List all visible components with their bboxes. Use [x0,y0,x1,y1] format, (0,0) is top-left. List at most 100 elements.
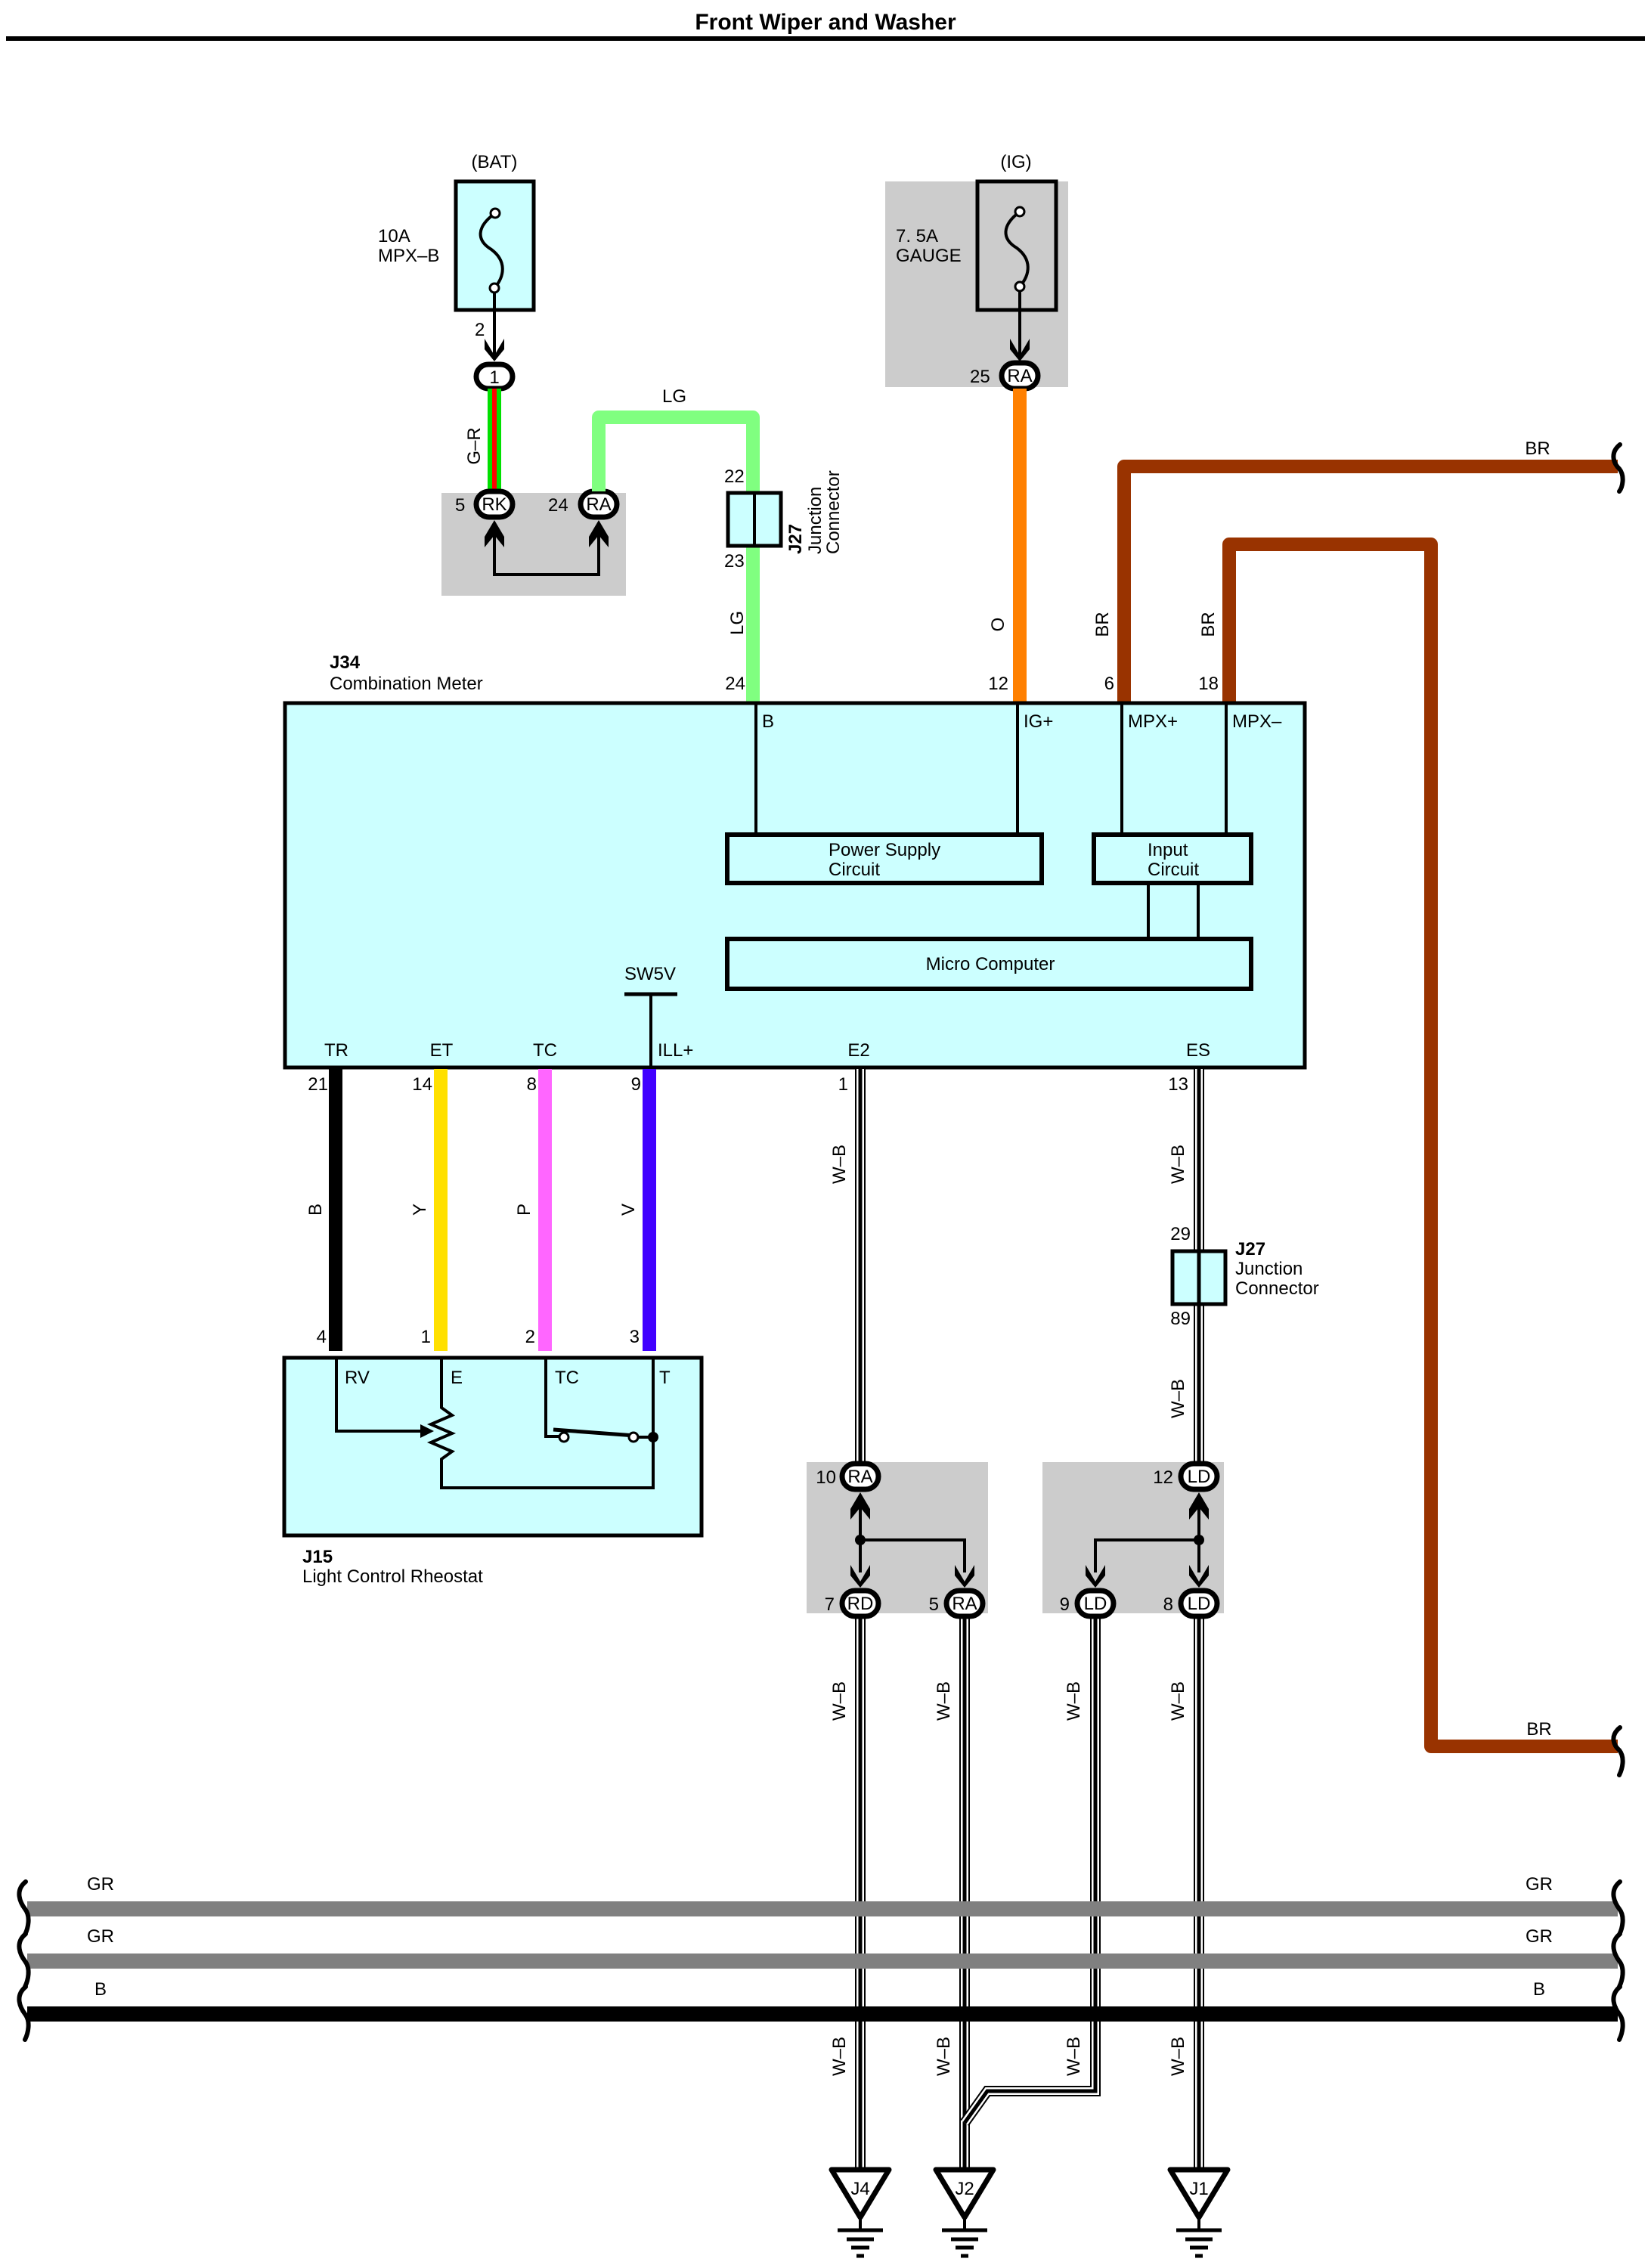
wire-br-mpx-minus: BR BR [1198,538,1625,1777]
svg-text:24: 24 [548,495,568,516]
wire-lg: LG LG [592,386,760,702]
svg-text:TC: TC [533,1040,557,1061]
wire-wb-ld9 [960,1616,1101,2127]
ground-icon [942,2217,987,2258]
component-name: Combination Meter [330,674,483,694]
junction-connector-j27-top: 22 23 J27 Junction Connector [724,466,844,572]
wire-color-label: W–B [1064,2037,1084,2076]
svg-text:TC: TC [555,1368,579,1388]
svg-text:9: 9 [1060,1594,1070,1615]
bus-label-right: GR [1526,1874,1553,1895]
fuse-pin: 2 [475,320,485,340]
wire-break-icon [1611,442,1625,494]
svg-text:7: 7 [825,1594,835,1615]
bus-label-left: GR [87,1926,114,1947]
svg-text:Connector: Connector [1235,1278,1319,1299]
wire-color-label: W–B [1168,1145,1188,1184]
component-j34-combination-meter: J34 Combination Meter 24 12 6 18 B IG+ M… [283,652,1307,1095]
svg-text:LD: LD [1188,1594,1211,1614]
component-j15-light-control-rheostat: 4 1 2 3 RV E TC T J15 Light Control Rheo… [282,1327,704,1587]
arrow-down-icon [1010,339,1030,361]
switch-contact-icon [558,1431,570,1443]
svg-text:RA: RA [952,1594,977,1614]
svg-text:21: 21 [308,1074,328,1095]
bus-label-left: GR [87,1874,114,1895]
arrow-down-icon [1189,1565,1209,1588]
wire-break-icon [17,1984,31,2042]
wire-break-icon [1611,1932,1625,1989]
ground-icon [838,2217,883,2258]
svg-text:RK: RK [482,494,506,515]
svg-text:BR: BR [1526,1719,1551,1740]
svg-text:J27: J27 [1235,1239,1265,1259]
connector-rd-7: RD 7 [825,1588,881,1619]
svg-text:23: 23 [724,551,745,572]
arrow-up-icon [1189,1492,1209,1520]
svg-text:BR: BR [1092,612,1113,637]
wire-color-label: W–B [829,1145,850,1184]
svg-text:18: 18 [1198,674,1219,694]
wire-color-label: W–B [1168,1681,1188,1721]
connector-ld-12: LD 12 [1153,1461,1220,1492]
svg-text:7. 5A: 7. 5A [896,226,938,246]
wire-g-r: G–R [464,389,501,499]
svg-text:ET: ET [430,1040,454,1061]
svg-text:G–R: G–R [464,427,485,464]
svg-text:T: T [659,1368,671,1388]
svg-text:6: 6 [1104,674,1114,694]
svg-text:3: 3 [630,1327,640,1347]
svg-text:Junction: Junction [805,487,826,554]
svg-text:29: 29 [1170,1224,1191,1244]
svg-text:SW5V: SW5V [624,964,676,984]
wire-color-label: W–B [1064,1681,1084,1721]
svg-text:ILL+: ILL+ [658,1040,693,1061]
svg-text:22: 22 [724,466,745,487]
svg-text:Input: Input [1148,840,1188,860]
title-rule [6,36,1645,41]
power-supply-circuit: Power Supply Circuit [725,832,1044,885]
svg-text:12: 12 [1153,1467,1173,1488]
svg-text:ES: ES [1186,1040,1210,1061]
svg-text:5: 5 [929,1594,939,1615]
arrow-down-icon [850,1565,870,1588]
svg-text:RA: RA [1007,366,1032,386]
wire-color-label: W–B [1168,1379,1188,1418]
wire-o: O [988,389,1027,702]
svg-text:12: 12 [988,674,1008,694]
fuse-name: MPX–B [378,246,439,266]
arrow-right-icon [420,1424,434,1438]
svg-text:RA: RA [847,1467,872,1487]
svg-text:J1: J1 [1189,2179,1208,2199]
arrow-up-icon [850,1492,870,1520]
svg-text:P: P [514,1204,534,1216]
ground-j1: J1 [1167,2167,1231,2258]
fuse-source-label: (BAT) [472,152,518,172]
svg-text:RA: RA [586,494,611,515]
ground-wires [855,1069,1204,2170]
wire-break-icon [1611,1984,1625,2042]
bus-lines [17,1879,1625,2042]
arrow-down-icon [485,339,504,361]
component-id: J34 [330,652,361,673]
svg-text:24: 24 [725,674,745,694]
connector-ld-9: LD 9 [1060,1588,1117,1619]
wire-p-tc: P [514,1069,552,1351]
svg-text:J15: J15 [302,1547,333,1567]
bus-label-right: B [1533,1979,1545,2000]
svg-text:89: 89 [1170,1309,1191,1329]
svg-text:8: 8 [527,1074,537,1095]
svg-text:BR: BR [1525,438,1550,459]
junction-connector-j27-bottom: 29 89 J27 Junction Connector [1170,1224,1318,1329]
svg-text:9: 9 [631,1074,641,1095]
wire-color-label: W–B [829,1681,850,1721]
svg-text:TR: TR [324,1040,348,1061]
switch-icon [553,1427,636,1438]
svg-text:O: O [988,618,1008,632]
svg-text:LG: LG [727,611,748,635]
wire-y-et: Y [410,1069,448,1351]
wire-br-mpx-plus: BR BR [1092,438,1625,702]
svg-text:1: 1 [421,1327,431,1347]
svg-text:1: 1 [838,1074,848,1095]
fuse-gauge: (IG) 7. 5A GAUGE RA 25 [885,152,1068,392]
